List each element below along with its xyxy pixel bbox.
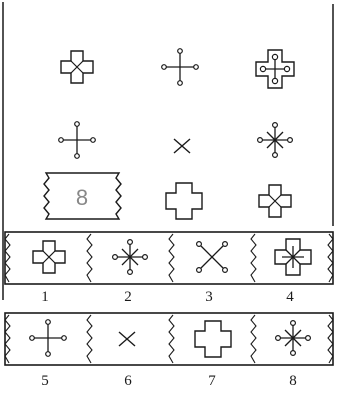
option-label-5: 5 xyxy=(41,373,49,389)
plus-with-star-icon xyxy=(275,239,311,275)
x-mark-icon xyxy=(174,139,190,153)
matrix-cell-3-1: 8 xyxy=(44,173,121,219)
option-4[interactable]: 4 xyxy=(275,239,311,305)
option-5[interactable]: 5 xyxy=(30,320,67,389)
option-7[interactable]: 7 xyxy=(195,321,231,389)
option-label-3: 3 xyxy=(205,289,213,305)
option-label-1: 1 xyxy=(41,289,49,305)
options-row-2 xyxy=(5,313,333,365)
small-cross-circles-icon xyxy=(162,49,199,86)
plus-outline-icon xyxy=(33,241,65,273)
star-circles-icon xyxy=(258,123,293,158)
x-mark-icon xyxy=(119,332,135,346)
matrix-cell-3-3 xyxy=(259,185,291,217)
option-label-6: 6 xyxy=(124,373,132,389)
star-circles-icon xyxy=(276,321,311,356)
option-6[interactable]: 6 xyxy=(119,332,135,389)
plus-outline-icon xyxy=(259,185,291,217)
matrix-cell-2-1 xyxy=(59,122,96,159)
matrix-cell-2-3 xyxy=(258,123,293,158)
option-label-7: 7 xyxy=(208,373,216,389)
matrix-cell-1-1 xyxy=(61,51,93,83)
option-label-4: 4 xyxy=(286,289,294,305)
option-1[interactable]: 1 xyxy=(33,241,65,305)
plus-with-circles-icon xyxy=(256,50,294,88)
small-cross-circles-icon xyxy=(59,122,96,159)
option-label-8: 8 xyxy=(289,373,297,389)
matrix-cell-2-2 xyxy=(174,139,190,153)
option-3[interactable]: 3 xyxy=(197,242,228,305)
star-circles-icon xyxy=(113,240,148,275)
option-label-2: 2 xyxy=(124,289,132,305)
small-cross-circles-icon xyxy=(30,320,67,357)
option-8[interactable]: 8 xyxy=(276,321,311,389)
plus-outline-icon xyxy=(166,183,202,219)
matrix-cell-1-3 xyxy=(256,50,294,88)
option-2[interactable]: 2 xyxy=(113,240,148,305)
number-8-icon: 8 xyxy=(76,185,88,210)
options-row-1 xyxy=(5,232,333,284)
matrix-cell-3-2 xyxy=(166,183,202,219)
plus-outline-icon xyxy=(195,321,231,357)
diagonal-x-circles-icon xyxy=(197,242,228,273)
matrix-cell-1-2 xyxy=(162,49,199,86)
plus-outline-icon xyxy=(61,51,93,83)
